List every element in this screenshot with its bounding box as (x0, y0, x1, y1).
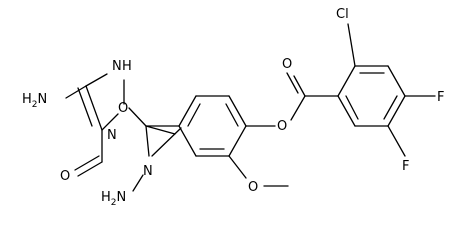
bond (345, 95, 359, 120)
ring-nitrogen-label: N (107, 128, 117, 143)
chloro-label: Cl (336, 7, 349, 22)
bond (383, 95, 398, 120)
bond-set (65, 23, 436, 192)
bond (290, 95, 306, 121)
bond (387, 125, 406, 157)
ring-nh-label: N (112, 59, 122, 74)
fluoro-lower-label: F (402, 159, 409, 174)
bond (151, 127, 182, 157)
bond (293, 75, 306, 97)
methoxy-oxygen-label: O (248, 180, 258, 195)
structure-diagram: H2N N H O N O H2N N O O O Cl F F (22, 7, 444, 208)
hydrazone-h-subscript: 2 (111, 198, 117, 208)
ester-link-oxygen-label: O (277, 119, 287, 134)
bond (337, 65, 356, 97)
bond (128, 107, 147, 127)
bond (387, 95, 406, 127)
hydrazone-amine-label: H2N (101, 190, 126, 208)
bond (132, 174, 144, 192)
aldehyde-oxygen-label: O (60, 169, 70, 184)
bond (228, 125, 247, 157)
fluoro-upper-label: F (437, 90, 444, 105)
bond (178, 125, 197, 157)
bond (387, 65, 406, 97)
bond (225, 103, 239, 127)
amine-h-subscript: 2 (32, 100, 38, 110)
hydrazone-nitrogen-label: N (143, 164, 153, 179)
bond (85, 85, 103, 131)
bond (347, 23, 356, 67)
bond (65, 85, 87, 99)
bond (145, 125, 150, 157)
bond (77, 87, 93, 127)
ester-carbonyl-oxygen-label: O (282, 57, 292, 72)
amine-label: H2N (22, 92, 47, 110)
ring-oxygen-label: O (118, 101, 128, 116)
bond (337, 95, 356, 127)
bond (85, 73, 108, 87)
bond (77, 161, 103, 177)
bond (228, 155, 247, 179)
bond (145, 125, 176, 135)
bond (74, 155, 100, 171)
bond (286, 72, 299, 94)
molecule-drawing: H2N N H O N O H2N N O O O Cl F F (22, 7, 444, 208)
ring-nh-hydrogen-label: H (122, 59, 132, 74)
atom-labels: H2N N H O N O H2N N O O O Cl F F (22, 7, 444, 208)
bond (228, 95, 247, 127)
bond (101, 113, 119, 131)
bond (178, 95, 197, 127)
bond (187, 103, 201, 127)
